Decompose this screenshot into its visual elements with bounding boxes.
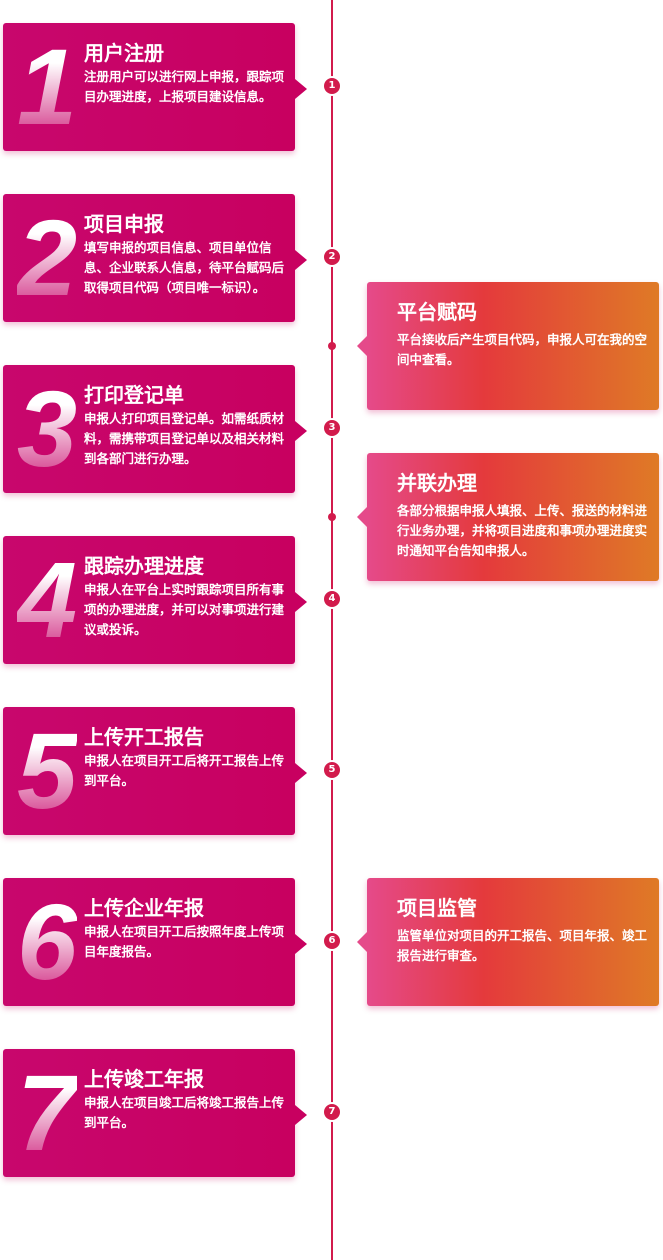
step-number: 3 bbox=[17, 368, 78, 489]
step-marker: 4 bbox=[324, 591, 340, 607]
step-title: 用户注册 bbox=[84, 41, 164, 65]
side-card-2: 并联办理 各部分根据申报人填报、上传、报送的材料进行业务办理，并将项目进度和事项… bbox=[357, 453, 659, 581]
step-number: 5 bbox=[17, 710, 78, 831]
timeline-dot bbox=[328, 513, 336, 521]
step-description: 申报人在平台上实时跟踪项目所有事项的办理进度，并可以对事项进行建议或投诉。 bbox=[84, 582, 285, 637]
step-title: 上传开工报告 bbox=[84, 725, 204, 749]
step-card-1: 1 用户注册 注册用户可以进行网上申报，跟踪项目办理进度，上报项目建设信息。 bbox=[3, 23, 307, 151]
step-marker: 6 bbox=[324, 933, 340, 949]
step-description: 申报人在项目竣工后将竣工报告上传到平台。 bbox=[84, 1095, 285, 1130]
step-card-4: 4 跟踪办理进度 申报人在平台上实时跟踪项目所有事项的办理进度，并可以对事项进行… bbox=[3, 536, 307, 664]
step-number: 1 bbox=[17, 26, 78, 147]
step-card-7: 7 上传竣工年报 申报人在项目竣工后将竣工报告上传到平台。 bbox=[3, 1049, 307, 1177]
step-number: 7 bbox=[17, 1052, 78, 1173]
step-title: 项目申报 bbox=[84, 212, 164, 236]
step-title: 跟踪办理进度 bbox=[84, 554, 204, 578]
step-description: 申报人打印项目登记单。如需纸质材料，需携带项目登记单以及相关材料到各部门进行办理… bbox=[84, 411, 285, 466]
side-title: 项目监管 bbox=[397, 896, 477, 920]
side-title: 平台赋码 bbox=[397, 300, 477, 324]
step-description: 申报人在项目开工后将开工报告上传到平台。 bbox=[84, 753, 285, 788]
step-title: 上传竣工年报 bbox=[84, 1067, 204, 1091]
step-number: 6 bbox=[17, 881, 78, 1002]
side-card-1: 平台赋码 平台接收后产生项目代码，申报人可在我的空间中查看。 bbox=[357, 282, 659, 410]
step-description: 填写申报的项目信息、项目单位信息、企业联系人信息，待平台赋码后取得项目代码（项目… bbox=[84, 240, 285, 295]
step-card-3: 3 打印登记单 申报人打印项目登记单。如需纸质材料，需携带项目登记单以及相关材料… bbox=[3, 365, 307, 493]
step-title: 打印登记单 bbox=[84, 383, 184, 407]
side-description: 各部分根据申报人填报、上传、报送的材料进行业务办理，并将项目进度和事项办理进度实… bbox=[397, 503, 648, 558]
timeline-dot bbox=[328, 342, 336, 350]
step-marker: 3 bbox=[324, 420, 340, 436]
step-card-6: 6 上传企业年报 申报人在项目开工后按照年度上传项目年度报告。 bbox=[3, 878, 307, 1006]
step-card-2: 2 项目申报 填写申报的项目信息、项目单位信息、企业联系人信息，待平台赋码后取得… bbox=[3, 194, 307, 322]
step-description: 申报人在项目开工后按照年度上传项目年度报告。 bbox=[84, 924, 285, 959]
side-card-3: 项目监管 监管单位对项目的开工报告、项目年报、竣工报告进行审查。 bbox=[357, 878, 659, 1006]
step-marker: 1 bbox=[324, 78, 340, 94]
step-card-5: 5 上传开工报告 申报人在项目开工后将开工报告上传到平台。 bbox=[3, 707, 307, 835]
step-title: 上传企业年报 bbox=[84, 896, 204, 920]
side-description: 平台接收后产生项目代码，申报人可在我的空间中查看。 bbox=[397, 332, 648, 367]
step-marker: 5 bbox=[324, 762, 340, 778]
step-number: 2 bbox=[17, 197, 78, 318]
step-marker: 2 bbox=[324, 249, 340, 265]
step-marker: 7 bbox=[324, 1104, 340, 1120]
step-number: 4 bbox=[17, 539, 78, 660]
step-description: 注册用户可以进行网上申报，跟踪项目办理进度，上报项目建设信息。 bbox=[84, 69, 285, 104]
side-title: 并联办理 bbox=[397, 471, 477, 495]
side-description: 监管单位对项目的开工报告、项目年报、竣工报告进行审查。 bbox=[397, 928, 648, 963]
timeline-line bbox=[331, 0, 333, 1260]
